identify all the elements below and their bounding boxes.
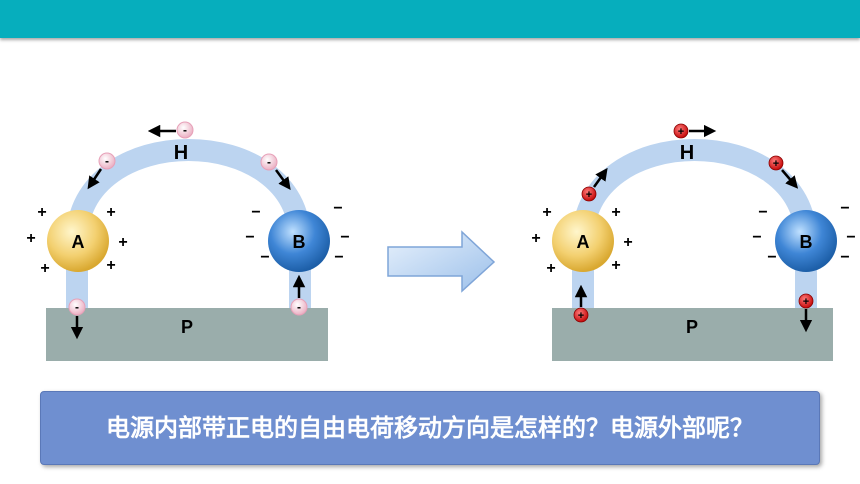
- minus-sign: −: [260, 249, 269, 266]
- plus-sign: +: [623, 234, 632, 251]
- wire-label: H: [174, 142, 188, 164]
- charge-positive: +: [768, 155, 799, 189]
- plus-sign: +: [37, 204, 46, 221]
- a-charge-signs: + + + + + +: [531, 204, 632, 277]
- plus-sign: +: [611, 257, 620, 274]
- minus-sign: −: [340, 229, 349, 246]
- question-box: 电源内部带正电的自由电荷移动方向是怎样的？电源外部呢？: [40, 391, 820, 465]
- charge-sign: -: [267, 155, 271, 169]
- charge-positive: +: [673, 123, 717, 139]
- ball-a-label: A: [72, 232, 85, 252]
- minus-sign: −: [767, 249, 776, 266]
- plate-p: [46, 308, 328, 361]
- charge-positive: +: [573, 284, 589, 323]
- plus-sign: +: [118, 234, 127, 251]
- left-diagram: P A B H + + + + + + − − − − − −: [26, 121, 350, 361]
- charge-negative: -: [260, 153, 291, 191]
- plus-sign: +: [542, 204, 551, 221]
- plus-sign: +: [546, 260, 555, 277]
- charge-sign: +: [803, 296, 809, 308]
- charge-sign: +: [678, 126, 684, 138]
- plus-sign: +: [106, 257, 115, 274]
- negative-charges: - - - - -: [68, 121, 308, 340]
- plus-sign: +: [531, 230, 540, 247]
- header-bar: [0, 0, 860, 38]
- minus-sign: −: [846, 229, 855, 246]
- right-diagram: P A B H + + + + + + − − − − − − +: [531, 123, 856, 361]
- charge-negative: -: [147, 121, 194, 139]
- plus-sign: +: [26, 230, 35, 247]
- ball-b: [268, 210, 330, 272]
- charge-sign: +: [773, 158, 779, 170]
- minus-sign: −: [245, 229, 254, 246]
- ball-b-label: B: [800, 232, 813, 252]
- a-charge-signs: + + + + + +: [26, 204, 127, 277]
- wire-label: H: [680, 142, 694, 164]
- plus-sign: +: [40, 260, 49, 277]
- plate-label: P: [181, 317, 193, 337]
- plus-sign: +: [611, 204, 620, 221]
- minus-sign: −: [752, 229, 761, 246]
- plate-p: [552, 308, 833, 361]
- charge-sign: -: [297, 300, 301, 314]
- ball-a: [47, 210, 109, 272]
- minus-sign: −: [333, 200, 342, 217]
- b-charge-signs: − − − − − −: [245, 200, 349, 266]
- arrow-right-icon: [387, 230, 496, 293]
- charge-sign: -: [183, 123, 187, 137]
- ball-a: [552, 210, 614, 272]
- charge-negative: -: [87, 152, 116, 190]
- charge-sign: -: [105, 154, 109, 168]
- wire-arch: [572, 139, 817, 312]
- minus-sign: −: [334, 249, 343, 266]
- charge-sign: +: [578, 310, 584, 322]
- charge-sign: -: [75, 300, 79, 314]
- ball-b: [775, 210, 837, 272]
- ball-b-label: B: [293, 232, 306, 252]
- charge-negative: -: [68, 298, 86, 340]
- charge-positive: +: [798, 293, 814, 333]
- ball-a-label: A: [577, 232, 590, 252]
- minus-sign: −: [251, 204, 260, 221]
- b-charge-signs: − − − − − −: [752, 200, 855, 266]
- minus-sign: −: [840, 200, 849, 217]
- minus-sign: −: [758, 204, 767, 221]
- wire-arch: [66, 139, 311, 312]
- charge-sign: +: [586, 189, 592, 201]
- plus-sign: +: [106, 204, 115, 221]
- plate-label: P: [686, 317, 698, 337]
- diagram-canvas: P A B H + + + + + + − − − − − −: [26, 121, 856, 361]
- charge-negative: -: [290, 274, 308, 316]
- positive-charges: + + + + +: [573, 123, 814, 333]
- charge-positive: +: [581, 167, 608, 202]
- minus-sign: −: [840, 249, 849, 266]
